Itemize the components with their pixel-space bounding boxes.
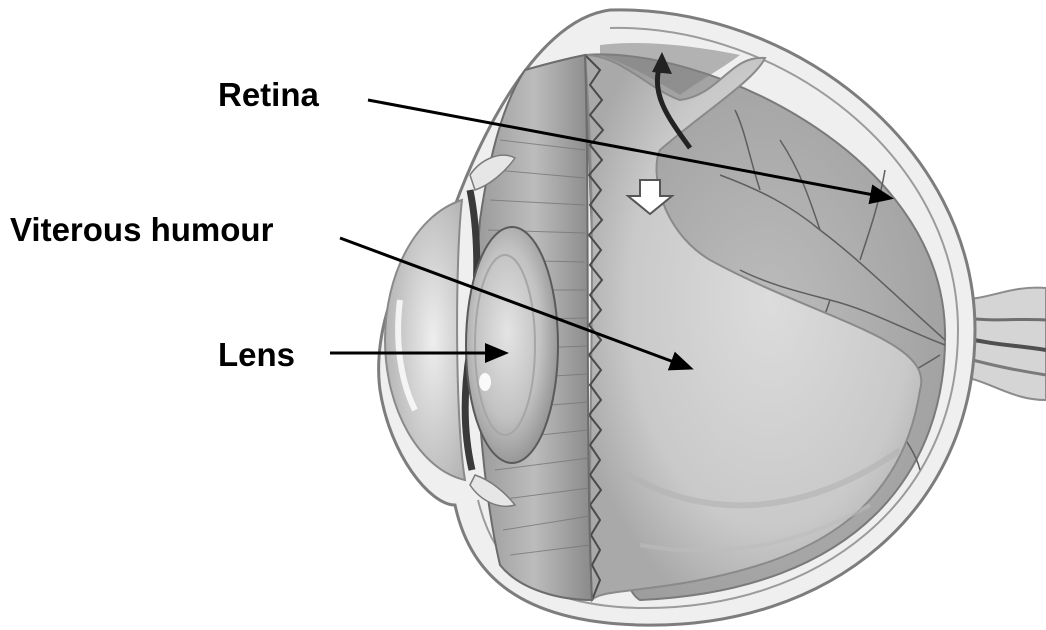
vitreous-humour-label: Viterous humour (10, 213, 273, 246)
retina-label: Retina (218, 78, 319, 111)
lens-label: Lens (218, 338, 295, 371)
lens-shape (466, 227, 558, 463)
